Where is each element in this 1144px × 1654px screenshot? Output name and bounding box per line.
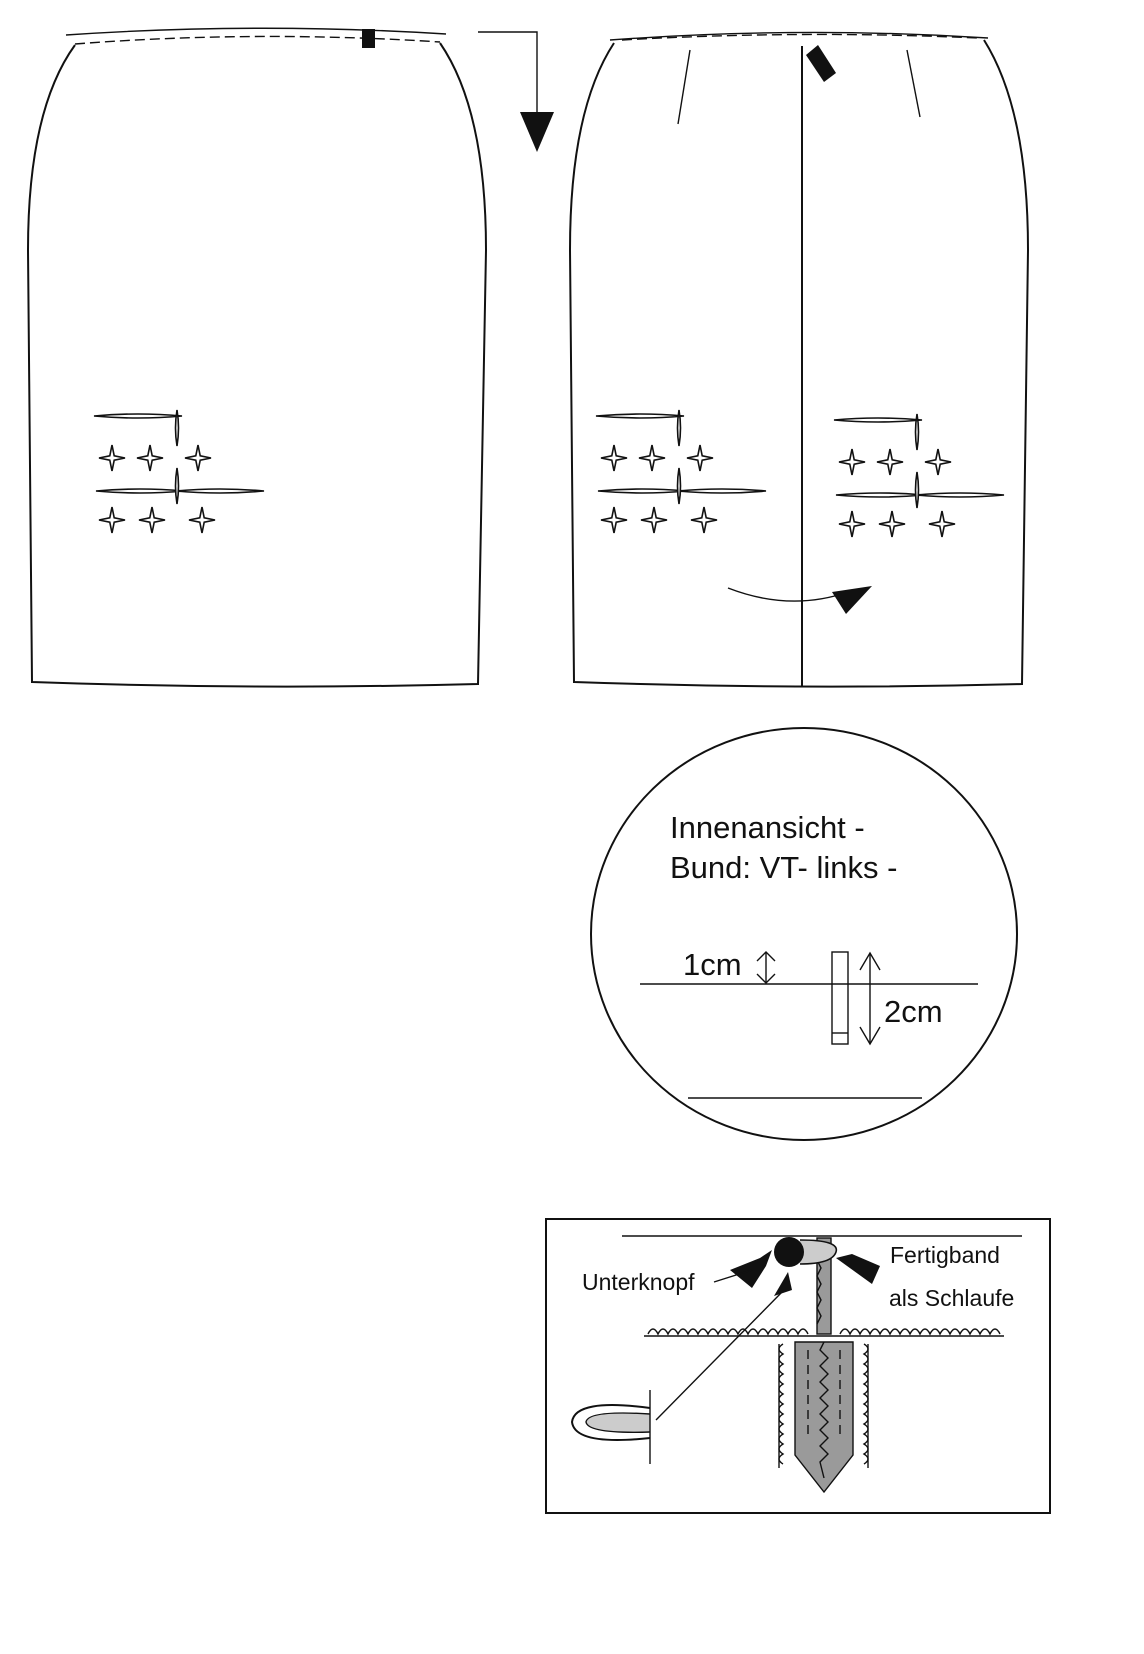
skirt-front-outline <box>568 39 1030 688</box>
waistband-stitch-line <box>621 33 979 41</box>
waistband-top-edge <box>65 27 447 36</box>
detail-circle-outline <box>590 727 1018 1141</box>
stitch-cluster-back <box>94 410 264 533</box>
overlock-seam-right <box>839 1328 1001 1336</box>
dart-right <box>906 49 921 118</box>
label-unterknopf: Unterknopf <box>582 1269 695 1295</box>
stitch-cluster-front-right <box>834 414 1004 537</box>
pointer-arrow-button-icon <box>730 1250 772 1288</box>
pointer-arrow-tape-icon <box>836 1254 880 1284</box>
inner-view-detail-circle: Innenansicht - Bund: VT- links - 1cm 2cm <box>590 727 1018 1141</box>
placement-arrow-line <box>655 1289 785 1421</box>
dart-left <box>677 49 691 125</box>
belt-loop-rectangle <box>831 951 849 1045</box>
skirt-front-view <box>568 31 1030 688</box>
tape-loop <box>799 1239 838 1265</box>
label-als-schlaufe: als Schlaufe <box>889 1285 1014 1311</box>
skirt-back-outline <box>26 42 488 688</box>
under-button-icon <box>774 1237 804 1267</box>
detail-box-outline <box>545 1218 1051 1514</box>
arrow-head-down-icon <box>520 112 554 152</box>
overlock-edge-right <box>862 1343 869 1465</box>
detail-title-line1: Innenansicht - <box>670 810 865 845</box>
flip-arrow <box>478 31 554 152</box>
arrow-line <box>478 31 538 112</box>
overlock-edge-left <box>778 1343 785 1465</box>
curved-arrow-head-icon <box>832 586 872 614</box>
waistband-top-edge <box>609 31 989 41</box>
zipper-pull-marker <box>806 45 836 82</box>
measure-1cm-label: 1cm <box>683 947 742 982</box>
double-arrow-small-icon <box>756 951 776 984</box>
detail-title-line2: Bund: VT- links - <box>670 850 897 885</box>
double-arrow-large-icon <box>859 951 881 1046</box>
skirt-back-view <box>26 27 488 688</box>
placement-arrow-head-icon <box>774 1272 792 1296</box>
label-fertigband: Fertigband <box>890 1242 1000 1268</box>
zipper-teeth-lower <box>819 1341 829 1479</box>
waistband-marker <box>362 29 375 48</box>
tape-loop-sample-icon <box>570 1390 651 1464</box>
stitch-cluster-front-left <box>596 410 766 533</box>
overlock-seam-left <box>647 1328 809 1336</box>
zipper-tape-lower <box>794 1341 854 1494</box>
curved-arrow-line <box>727 587 849 602</box>
pointer-line-button <box>713 1269 753 1283</box>
measure-2cm-label: 2cm <box>884 994 943 1029</box>
zipper-button-detail-box: Unterknopf Fertigband als Schlaufe <box>545 1218 1051 1514</box>
waistband-stitch-line <box>74 35 441 45</box>
